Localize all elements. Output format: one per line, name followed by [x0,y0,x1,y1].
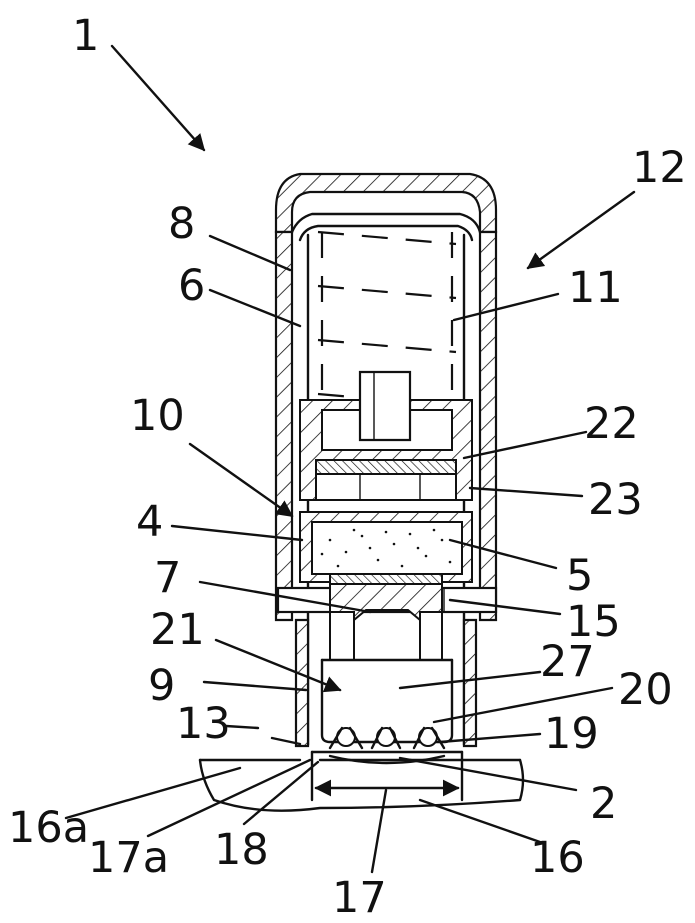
label-8: 8 [168,199,195,249]
label-17a: 17a [88,833,169,883]
label-19: 19 [544,709,599,759]
label-5: 5 [566,551,593,601]
label-12: 12 [632,143,687,193]
piston [300,372,472,500]
label-16: 16 [530,833,585,883]
label-9: 9 [148,661,175,711]
label-17: 17 [332,873,387,923]
label-16a: 16a [8,803,89,853]
label-2: 2 [590,779,617,829]
label-27: 27 [540,637,595,687]
label-7: 7 [154,553,181,603]
label-20: 20 [618,665,673,715]
label-1: 1 [72,11,99,61]
ink-balls [330,728,444,748]
label-23: 23 [588,475,643,525]
ink-pad [300,512,472,584]
label-11: 11 [568,263,623,313]
label-6: 6 [178,261,205,311]
stamp-face [312,752,462,763]
label-22: 22 [584,399,639,449]
label-21: 21 [150,605,205,655]
label-13: 13 [176,699,231,749]
label-4: 4 [136,497,163,547]
label-18: 18 [214,825,269,875]
substrate [200,760,523,811]
label-10: 10 [130,391,185,441]
